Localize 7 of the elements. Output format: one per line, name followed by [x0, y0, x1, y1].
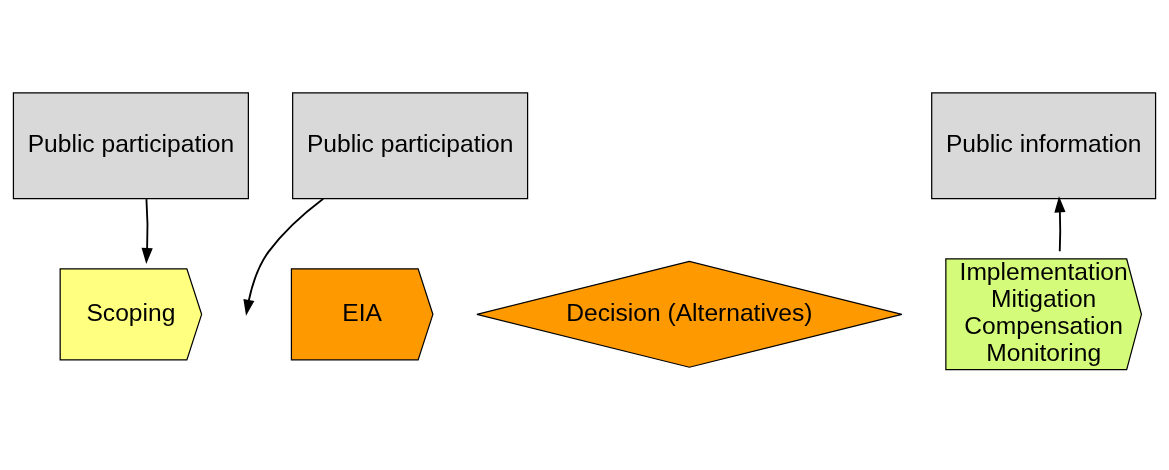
arrow — [243, 197, 325, 316]
node-box: Public participation — [292, 92, 529, 200]
arrow — [141, 198, 153, 264]
node-box: Public participation — [12, 92, 249, 200]
node-box: Public information — [931, 92, 1157, 200]
arrow — [1054, 196, 1066, 253]
node-diamond: Decision (Alternatives) — [476, 260, 903, 368]
